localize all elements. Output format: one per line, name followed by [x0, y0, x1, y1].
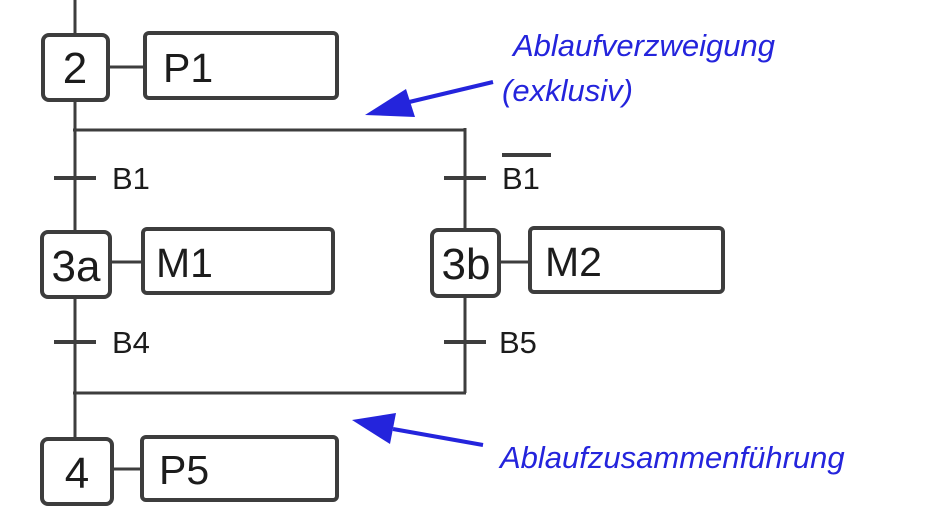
step-3b-box	[430, 228, 501, 298]
step-4-box	[40, 437, 114, 506]
branch-annotation-arrowhead-icon	[365, 89, 415, 117]
merge-annotation-arrowhead-icon	[352, 413, 396, 444]
branch-annotation-line1: Ablaufverzweigung	[511, 28, 775, 63]
transition-b1-label: B1	[112, 161, 150, 196]
step-3a-label: 3a	[52, 242, 101, 291]
step-3b-label: 3b	[442, 240, 491, 289]
merge-annotation-arrow-shaft	[392, 427, 484, 447]
action-p5-label: P5	[159, 447, 209, 493]
transition-b4-label: B4	[112, 325, 150, 360]
transition-b1not-label: B1	[502, 161, 540, 196]
action-m2-label: M2	[545, 239, 602, 285]
merge-annotation-line1: Ablaufzusammenführung	[498, 440, 845, 475]
action-m2-box	[528, 226, 725, 294]
transition-b5-label: B5	[499, 325, 537, 360]
action-p1-box	[143, 31, 339, 100]
action-m1-label: M1	[156, 240, 213, 286]
action-m1-box	[141, 227, 335, 295]
action-p1-label: P1	[163, 45, 213, 91]
branch-annotation-arrow-shaft	[404, 80, 494, 105]
step-2-label: 2	[63, 44, 87, 93]
step-4-label: 4	[65, 449, 89, 498]
branch-annotation-line2: (exklusiv)	[502, 73, 633, 108]
action-p5-box	[140, 435, 339, 502]
step-3a-box	[40, 230, 112, 299]
step-2-box	[41, 33, 110, 102]
